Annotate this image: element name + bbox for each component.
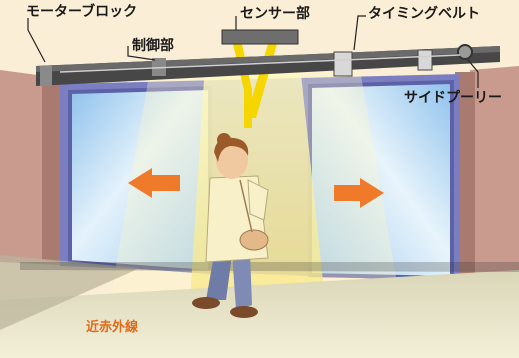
door-hanger-right-2: [417, 49, 433, 71]
floor: [0, 270, 519, 358]
sensor-unit-label: センサー部: [240, 6, 310, 22]
motor-block-label: モーターブロック: [26, 4, 138, 20]
person: [192, 133, 269, 318]
side-pulley-label: サイドプーリー: [404, 90, 502, 106]
motor-block: [40, 66, 52, 86]
control-unit-label: 制御部: [132, 38, 174, 54]
threshold: [20, 262, 519, 272]
right-wall: [470, 66, 519, 300]
arrow-left: [128, 168, 180, 198]
door-hanger-right: [333, 51, 353, 77]
beam-line-stem: [244, 88, 252, 128]
left-pillar: [42, 78, 62, 262]
side-pulley: [457, 44, 473, 60]
floor-shadow-left: [0, 255, 140, 330]
sensor-unit: [221, 29, 299, 45]
timing-belt-label: タイミングベルト: [368, 6, 480, 22]
near-infrared-label: 近赤外線: [86, 320, 139, 335]
control-unit: [152, 58, 166, 76]
timing-belt: [59, 54, 461, 73]
arrow-right: [334, 178, 384, 208]
